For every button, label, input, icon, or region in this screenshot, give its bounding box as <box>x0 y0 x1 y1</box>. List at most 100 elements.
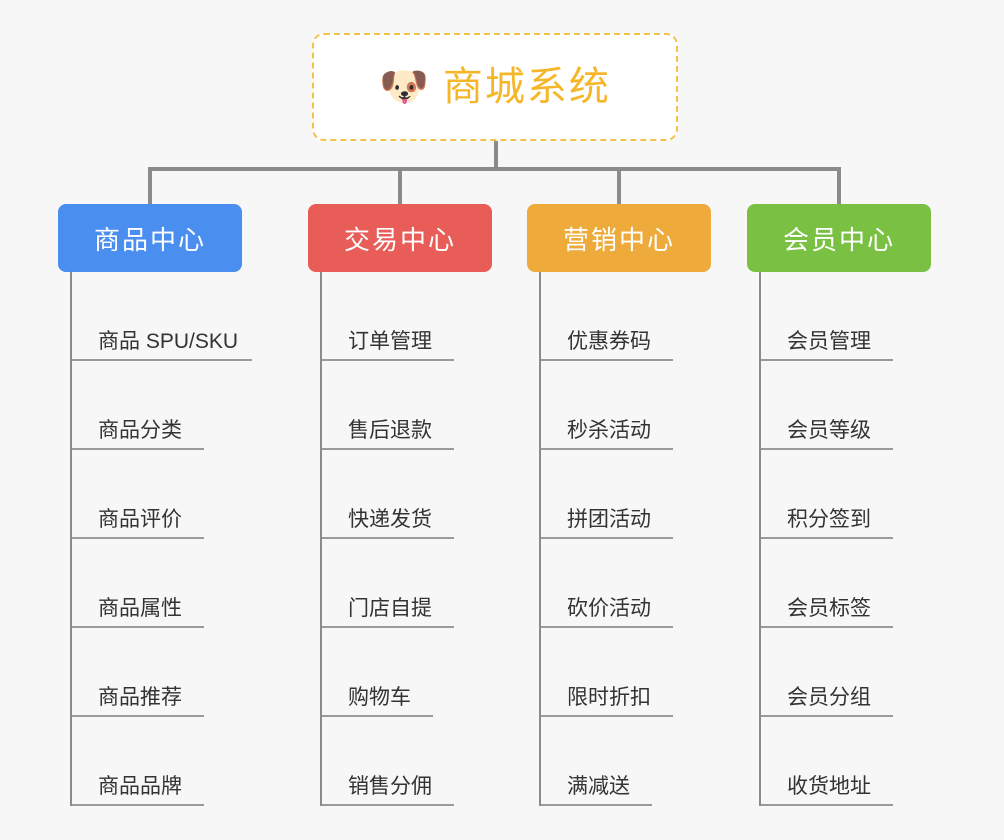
leaf-underline <box>322 804 454 806</box>
leaf-underline <box>541 359 673 361</box>
leaf-item-label: 商品 SPU/SKU <box>98 330 239 353</box>
leaf-underline <box>541 626 673 628</box>
leaf-item-label: 秒杀活动 <box>567 419 651 442</box>
leaf-underline <box>72 359 252 361</box>
leaf-item[interactable]: 优惠券码 <box>541 272 711 361</box>
leaf-item-label: 拼团活动 <box>567 508 651 531</box>
leaf-spine <box>539 272 541 806</box>
leaf-item-label: 销售分佣 <box>348 775 432 798</box>
connector-drop-1 <box>148 167 152 204</box>
leaf-item-label: 门店自提 <box>348 597 432 620</box>
leaf-item[interactable]: 销售分佣 <box>322 717 492 806</box>
leaf-item[interactable]: 会员分组 <box>761 628 931 717</box>
leaf-underline <box>72 804 204 806</box>
leaf-underline <box>541 804 652 806</box>
connector-drop-4 <box>837 167 841 204</box>
leaf-item[interactable]: 满减送 <box>541 717 711 806</box>
connector-drop-2 <box>398 167 402 204</box>
leaf-spine <box>759 272 761 806</box>
leaf-item[interactable]: 商品属性 <box>72 539 242 628</box>
category-header-2[interactable]: 交易中心 <box>308 204 492 272</box>
leaf-item[interactable]: 商品推荐 <box>72 628 242 717</box>
category-column-1: 商品中心商品 SPU/SKU 商品分类商品评价商品属性商品推荐商品品牌 <box>58 204 252 806</box>
category-column-3: 营销中心优惠券码秒杀活动拼团活动砍价活动限时折扣满减送 <box>527 204 711 806</box>
shiba-dog-face-icon: 🐶 <box>379 65 429 109</box>
leaf-item[interactable]: 订单管理 <box>322 272 492 361</box>
leaf-item-label: 限时折扣 <box>567 686 651 709</box>
leaf-item[interactable]: 收货地址 <box>761 717 931 806</box>
leaf-item[interactable]: 砍价活动 <box>541 539 711 628</box>
leaf-underline <box>322 537 454 539</box>
leaf-underline <box>72 448 204 450</box>
leaf-item-label: 满减送 <box>567 775 630 798</box>
leaf-item[interactable]: 商品分类 <box>72 361 242 450</box>
leaf-item[interactable]: 售后退款 <box>322 361 492 450</box>
connector-root-stem <box>494 141 498 169</box>
leaf-item-label: 快递发货 <box>348 508 432 531</box>
leaf-underline <box>72 715 204 717</box>
connector-horizontal-bus <box>149 167 840 171</box>
leaf-item-label: 砍价活动 <box>567 597 651 620</box>
leaf-underline <box>72 537 204 539</box>
leaf-item-label: 积分签到 <box>787 508 871 531</box>
leaf-item[interactable]: 拼团活动 <box>541 450 711 539</box>
leaf-item[interactable]: 会员等级 <box>761 361 931 450</box>
leaf-underline <box>322 715 433 717</box>
category-header-4[interactable]: 会员中心 <box>747 204 931 272</box>
leaf-item[interactable]: 快递发货 <box>322 450 492 539</box>
leaf-underline <box>322 626 454 628</box>
leaf-item[interactable]: 会员管理 <box>761 272 931 361</box>
category-header-label: 交易中心 <box>343 224 456 255</box>
leaf-underline <box>761 715 893 717</box>
leaf-item[interactable]: 商品评价 <box>72 450 242 539</box>
leaf-list-4: 会员管理会员等级积分签到会员标签会员分组收货地址 <box>747 272 931 806</box>
root-node-mall-system[interactable]: 🐶 商城系统 <box>312 33 678 141</box>
leaf-item-label: 商品品牌 <box>98 775 182 798</box>
leaf-item[interactable]: 购物车 <box>322 628 492 717</box>
leaf-item[interactable]: 限时折扣 <box>541 628 711 717</box>
leaf-item-label: 购物车 <box>348 686 411 709</box>
leaf-underline <box>322 359 454 361</box>
leaf-list-2: 订单管理售后退款快递发货门店自提购物车销售分佣 <box>308 272 492 806</box>
leaf-item-label: 商品分类 <box>98 419 182 442</box>
leaf-underline <box>541 537 673 539</box>
leaf-spine <box>70 272 72 806</box>
leaf-item-label: 售后退款 <box>348 419 432 442</box>
leaf-underline <box>541 715 673 717</box>
leaf-item[interactable]: 商品品牌 <box>72 717 242 806</box>
connector-drop-3 <box>617 167 621 204</box>
leaf-item-label: 商品推荐 <box>98 686 182 709</box>
leaf-underline <box>72 626 204 628</box>
leaf-item-label: 商品评价 <box>98 508 182 531</box>
leaf-item[interactable]: 商品 SPU/SKU <box>72 272 252 361</box>
leaf-item-label: 会员标签 <box>787 597 871 620</box>
leaf-list-1: 商品 SPU/SKU 商品分类商品评价商品属性商品推荐商品品牌 <box>58 272 252 806</box>
category-header-label: 商品中心 <box>93 224 206 255</box>
leaf-underline <box>761 804 893 806</box>
leaf-item[interactable]: 秒杀活动 <box>541 361 711 450</box>
leaf-item-label: 会员管理 <box>787 330 871 353</box>
leaf-spine <box>320 272 322 806</box>
leaf-underline <box>761 359 893 361</box>
leaf-underline <box>322 448 454 450</box>
leaf-item-label: 收货地址 <box>787 775 871 798</box>
category-header-label: 营销中心 <box>562 224 675 255</box>
leaf-item-label: 订单管理 <box>348 330 432 353</box>
root-node-title: 商城系统 <box>442 65 611 109</box>
category-header-label: 会员中心 <box>782 224 895 255</box>
category-header-1[interactable]: 商品中心 <box>58 204 242 272</box>
category-column-4: 会员中心会员管理会员等级积分签到会员标签会员分组收货地址 <box>747 204 931 806</box>
leaf-list-3: 优惠券码秒杀活动拼团活动砍价活动限时折扣满减送 <box>527 272 711 806</box>
leaf-item[interactable]: 积分签到 <box>761 450 931 539</box>
leaf-item-label: 会员分组 <box>787 686 871 709</box>
leaf-underline <box>541 448 673 450</box>
leaf-underline <box>761 537 893 539</box>
leaf-item[interactable]: 会员标签 <box>761 539 931 628</box>
category-column-2: 交易中心订单管理售后退款快递发货门店自提购物车销售分佣 <box>308 204 492 806</box>
category-header-3[interactable]: 营销中心 <box>527 204 711 272</box>
leaf-item-label: 会员等级 <box>787 419 871 442</box>
leaf-item[interactable]: 门店自提 <box>322 539 492 628</box>
leaf-underline <box>761 448 893 450</box>
leaf-item-label: 优惠券码 <box>567 330 651 353</box>
